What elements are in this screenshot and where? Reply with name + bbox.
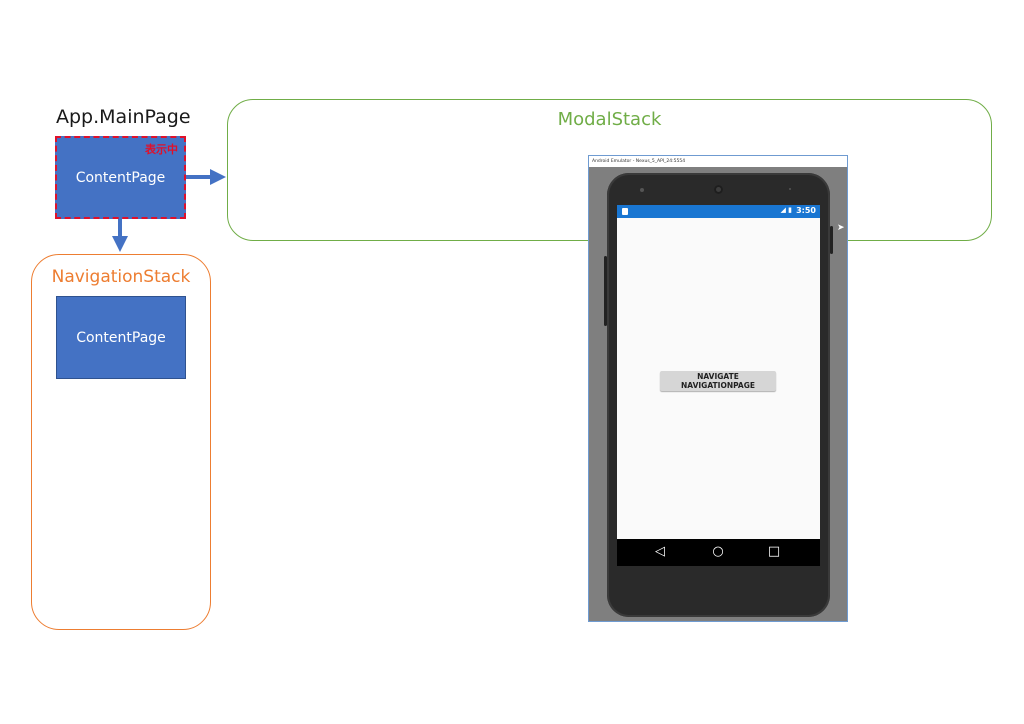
sensor-dot xyxy=(640,188,644,192)
recents-icon[interactable]: □ xyxy=(767,544,781,559)
navigation-content-page: ContentPage xyxy=(56,296,186,379)
mouse-cursor-icon: ➤ xyxy=(837,223,845,233)
home-icon[interactable]: ○ xyxy=(712,544,724,559)
back-icon[interactable]: ◁ xyxy=(655,544,665,559)
main-page-title: App.MainPage xyxy=(56,106,191,128)
volume-key xyxy=(604,256,607,326)
speaker-dot xyxy=(789,188,791,190)
status-bar: ◢ ▮ 3:50 xyxy=(617,205,820,218)
main-content-page-label: ContentPage xyxy=(75,169,166,186)
power-key xyxy=(830,226,833,254)
navigation-stack-title: NavigationStack xyxy=(51,267,191,287)
status-time: 3:50 xyxy=(796,206,816,215)
front-camera-icon xyxy=(714,185,723,194)
navigation-stack: NavigationStack ContentPage xyxy=(31,254,211,630)
navigation-content-page-label: ContentPage xyxy=(76,329,166,346)
emulator-window: Android Emulator - Nexus_5_API_24:5554 ◢… xyxy=(588,155,848,622)
main-content-page: ContentPage 表示中 xyxy=(55,136,186,219)
navigate-navigationpage-button[interactable]: NAVIGATE NAVIGATIONPAGE xyxy=(660,371,776,391)
phone-body: ◢ ▮ 3:50 NAVIGATE NAVIGATIONPAGE ◁ ○ □ xyxy=(607,173,830,617)
modal-stack-title: ModalStack xyxy=(557,109,662,130)
showing-badge: 表示中 xyxy=(145,143,178,156)
android-navigation-bar: ◁ ○ □ xyxy=(617,539,820,566)
app-screen: NAVIGATE NAVIGATIONPAGE xyxy=(617,218,820,539)
sd-card-icon xyxy=(622,208,628,215)
signal-battery-icon: ◢ ▮ xyxy=(780,206,792,214)
emulator-title-bar: Android Emulator - Nexus_5_API_24:5554 xyxy=(589,156,847,167)
